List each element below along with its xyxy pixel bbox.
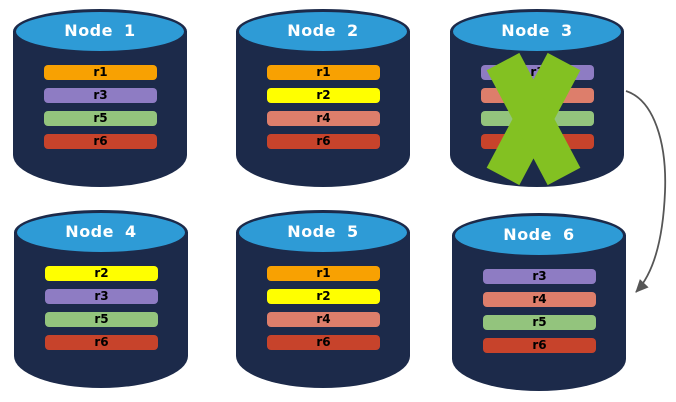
record-list: r2 r3 r5 r6	[45, 266, 158, 358]
node-title: Node 4	[65, 222, 137, 241]
node-title: Node 1	[64, 21, 136, 40]
node-title: Node 6	[503, 225, 575, 244]
record-bar: r2	[267, 88, 380, 103]
record-bar: r6	[267, 134, 380, 149]
record-bar: r2	[45, 266, 158, 281]
cylinder-body	[236, 31, 410, 187]
record-bar: r6	[267, 335, 380, 350]
cylinder-top: Node 3	[450, 9, 624, 54]
node-title: Node 5	[287, 222, 359, 241]
node-5: Node 5 r1 r2 r4 r6	[236, 210, 410, 388]
record-list: r3 r4 r5 r6	[483, 269, 596, 361]
record-bar: r4	[267, 312, 380, 327]
record-list: r1 r2 r4 r6	[267, 65, 380, 157]
record-list: r3 r4 r5 r6	[481, 65, 594, 157]
record-bar: r6	[45, 335, 158, 350]
record-bar: r3	[481, 65, 594, 80]
record-bar: r3	[45, 289, 158, 304]
cylinder-body	[13, 31, 187, 187]
record-bar: r4	[483, 292, 596, 307]
cylinder-body	[236, 232, 410, 388]
record-bar: r1	[44, 65, 157, 80]
cylinder-body	[452, 235, 626, 391]
record-bar: r4	[481, 88, 594, 103]
record-bar: r6	[44, 134, 157, 149]
record-bar: r6	[481, 134, 594, 149]
node-6: Node 6 r3 r4 r5 r6	[452, 213, 626, 391]
record-bar: r2	[267, 289, 380, 304]
node-title: Node 2	[287, 21, 359, 40]
node-1: Node 1 r1 r3 r5 r6	[13, 9, 187, 187]
cylinder-top: Node 2	[236, 9, 410, 54]
record-bar: r6	[483, 338, 596, 353]
record-bar: r5	[483, 315, 596, 330]
record-bar: r3	[483, 269, 596, 284]
record-list: r1 r3 r5 r6	[44, 65, 157, 157]
record-list: r1 r2 r4 r6	[267, 266, 380, 358]
record-bar: r5	[44, 111, 157, 126]
cylinder-top: Node 1	[13, 9, 187, 54]
cylinder-top: Node 5	[236, 210, 410, 255]
record-bar: r3	[44, 88, 157, 103]
cylinder-top: Node 6	[452, 213, 626, 258]
record-bar: r1	[267, 266, 380, 281]
record-bar: r4	[267, 111, 380, 126]
node-title: Node 3	[501, 21, 573, 40]
node-2: Node 2 r1 r2 r4 r6	[236, 9, 410, 187]
node-3: Node 3 r3 r4 r5 r6	[450, 9, 624, 187]
arrow-path	[625, 90, 667, 293]
cylinder-top: Node 4	[14, 210, 188, 255]
record-bar: r1	[267, 65, 380, 80]
record-bar: r5	[481, 111, 594, 126]
node-4: Node 4 r2 r3 r5 r6	[14, 210, 188, 388]
cylinder-body	[14, 232, 188, 388]
record-bar: r5	[45, 312, 158, 327]
